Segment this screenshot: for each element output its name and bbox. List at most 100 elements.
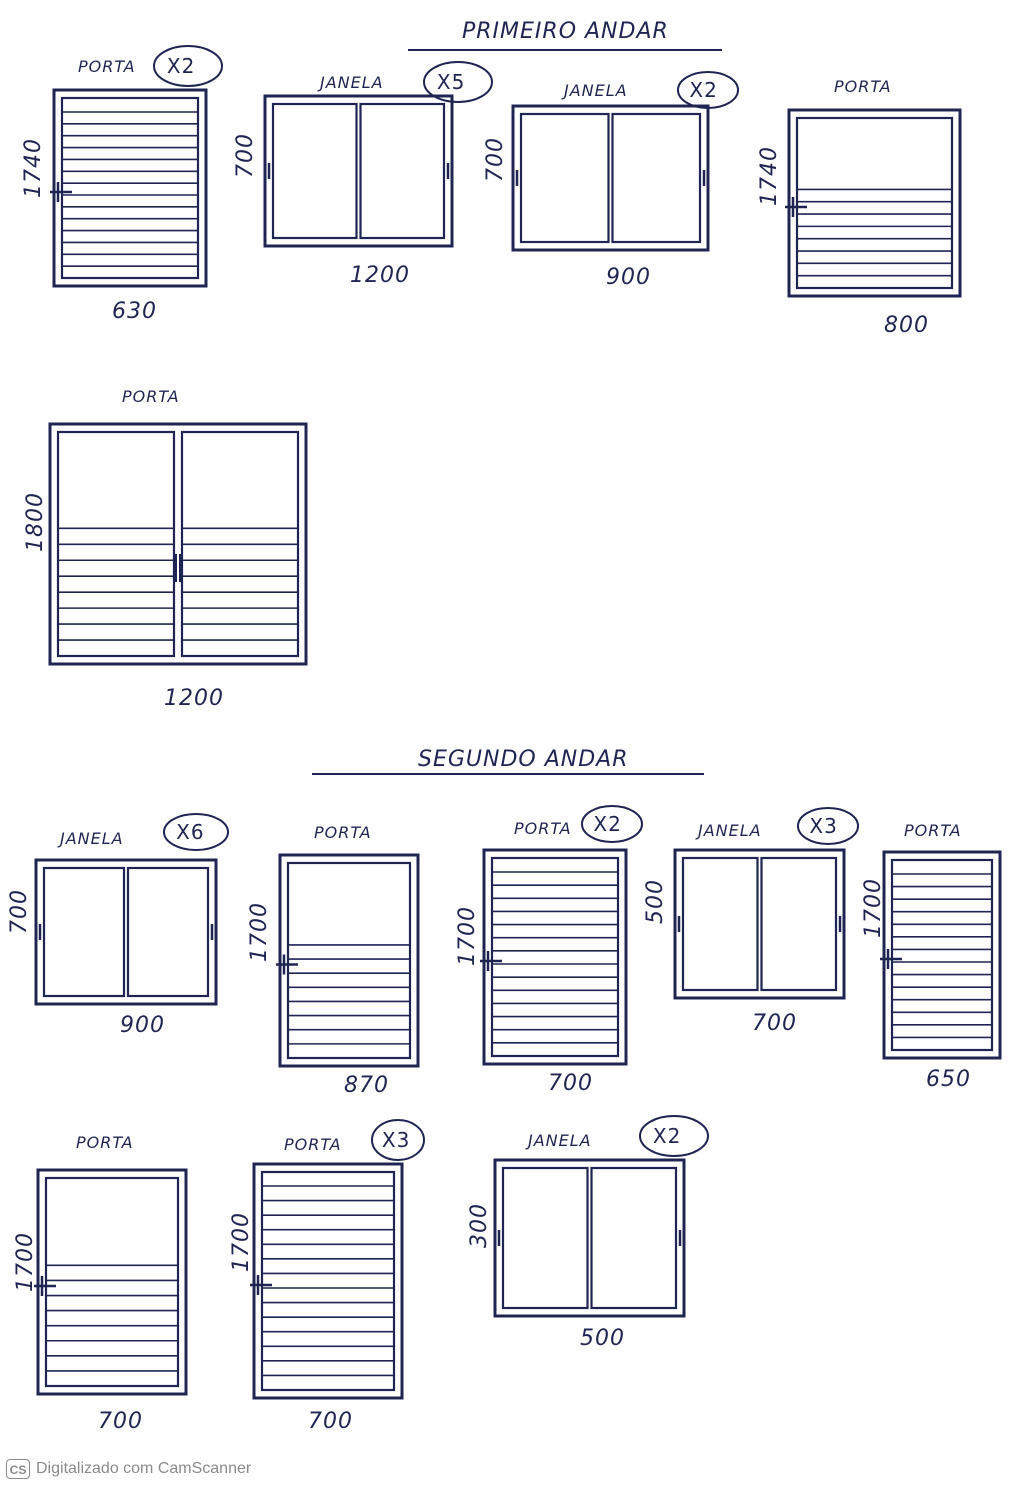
width-dimension: 700 xyxy=(548,1071,593,1096)
porta-outer-frame xyxy=(482,848,628,1066)
scanner-watermark-text: Digitalizado com CamScanner xyxy=(36,1460,252,1477)
section-first: PRIMEIRO ANDAR xyxy=(408,19,722,51)
door-leaf xyxy=(890,858,994,1052)
height-dimension: 700 xyxy=(483,137,508,182)
item-s8: JANELA X2 500 300 xyxy=(467,1115,709,1351)
quantity-label: X2 xyxy=(689,78,717,102)
sash-right xyxy=(126,866,210,998)
porta-label: PORTA xyxy=(122,387,180,406)
porta-outer-frame xyxy=(36,1168,188,1396)
quantity-circle xyxy=(371,1119,425,1161)
width-dimension: 700 xyxy=(308,1409,353,1434)
sash-left xyxy=(42,866,126,998)
door-leaf xyxy=(44,1176,180,1388)
sash-left xyxy=(519,112,610,244)
porta-outer-frame xyxy=(882,850,1002,1060)
janela-label: JANELA xyxy=(317,73,384,92)
height-dimension: 1700 xyxy=(229,1212,254,1272)
porta-label: PORTA xyxy=(78,57,136,76)
height-dimension: 1800 xyxy=(23,492,48,552)
height-dimension: 1700 xyxy=(13,1232,38,1292)
height-dimension: 300 xyxy=(467,1203,492,1248)
camscanner-logo-icon: CS xyxy=(6,1459,30,1479)
janela-label: JANELA xyxy=(525,1131,592,1150)
item-p3: JANELA X2 900 700 xyxy=(483,71,739,290)
janela-outer-frame xyxy=(673,848,846,1000)
item-s7: PORTA X3 700 1700 xyxy=(229,1119,425,1434)
porta-label: PORTA xyxy=(514,819,572,838)
quantity-circle xyxy=(797,807,859,845)
width-dimension: 700 xyxy=(752,1011,797,1036)
height-dimension: 1740 xyxy=(757,146,782,206)
door-leaf xyxy=(60,96,200,280)
width-dimension: 500 xyxy=(580,1326,625,1351)
porta-outer-frame xyxy=(48,422,308,666)
item-p4: PORTA 800 1740 xyxy=(757,77,962,338)
width-dimension: 700 xyxy=(98,1409,143,1434)
quantity-circle xyxy=(581,805,643,843)
door-leaf xyxy=(490,856,620,1058)
porta-label: PORTA xyxy=(834,77,892,96)
janela-label: JANELA xyxy=(57,829,124,848)
sash-right xyxy=(359,102,446,240)
width-dimension: 870 xyxy=(344,1073,389,1098)
height-dimension: 500 xyxy=(643,879,668,924)
quantity-label: X2 xyxy=(653,1124,681,1148)
item-p5: PORTA 1200 1800 xyxy=(23,387,308,711)
quantity-label: X2 xyxy=(593,812,621,836)
door-leaf xyxy=(260,1170,396,1392)
sash-right xyxy=(760,856,838,992)
width-dimension: 900 xyxy=(120,1013,165,1038)
porta-outer-frame xyxy=(278,853,420,1068)
height-dimension: 1700 xyxy=(455,906,480,966)
sash-right xyxy=(611,112,702,244)
porta-label: PORTA xyxy=(76,1133,134,1152)
item-s6: PORTA 700 1700 xyxy=(13,1133,188,1434)
quantity-circle xyxy=(153,45,223,87)
item-s5: PORTA 650 1700 xyxy=(861,821,1002,1092)
sash-right xyxy=(590,1166,678,1310)
sash-left xyxy=(681,856,759,992)
quantity-label: X3 xyxy=(382,1128,410,1152)
janela-outer-frame xyxy=(511,104,710,252)
scanner-watermark: CS Digitalizado com CamScanner xyxy=(6,1458,251,1480)
width-dimension: 800 xyxy=(884,313,929,338)
height-dimension: 1700 xyxy=(861,878,886,938)
quantity-label: X5 xyxy=(437,70,465,94)
janela-outer-frame xyxy=(493,1158,686,1318)
porta-label: PORTA xyxy=(284,1135,342,1154)
height-dimension: 1740 xyxy=(21,138,46,198)
porta-label: PORTA xyxy=(314,823,372,842)
quantity-label: X3 xyxy=(809,814,837,838)
width-dimension: 630 xyxy=(112,299,157,324)
janela-label: JANELA xyxy=(561,81,628,100)
quantity-label: X6 xyxy=(176,820,204,844)
section-title-second: SEGUNDO ANDAR xyxy=(418,747,629,772)
width-dimension: 650 xyxy=(926,1067,971,1092)
quantity-circle xyxy=(423,61,493,103)
sash-left xyxy=(271,102,358,240)
width-dimension: 900 xyxy=(606,265,651,290)
janela-outer-frame xyxy=(263,94,454,248)
janela-outer-frame xyxy=(34,858,218,1006)
item-s3: PORTA X2 700 1700 xyxy=(455,805,643,1096)
sash-left xyxy=(501,1166,589,1310)
width-dimension: 1200 xyxy=(164,686,224,711)
quantity-circle xyxy=(163,813,229,851)
quantity-circle xyxy=(639,1115,709,1157)
width-dimension: 1200 xyxy=(350,263,410,288)
porta-outer-frame xyxy=(52,88,208,288)
porta-label: PORTA xyxy=(904,821,962,840)
door-leaf xyxy=(286,861,412,1060)
section-second: SEGUNDO ANDAR xyxy=(312,747,704,775)
porta-outer-frame xyxy=(252,1162,404,1400)
section-title-first: PRIMEIRO ANDAR xyxy=(462,19,669,44)
porta-outer-frame xyxy=(787,108,962,298)
